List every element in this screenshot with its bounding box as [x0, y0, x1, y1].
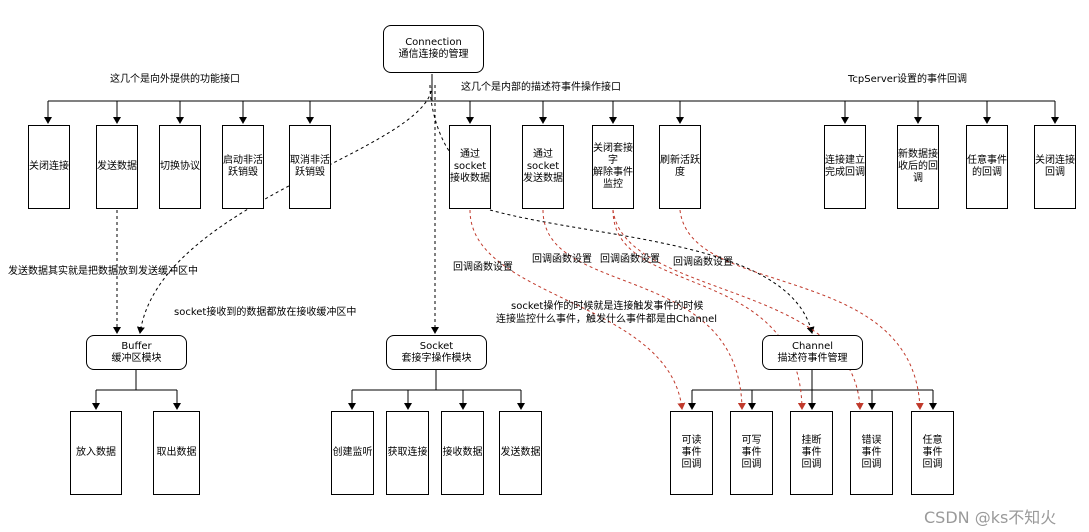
socket-item: 接收数据: [441, 411, 484, 495]
callback-item: 任意事件 的回调: [966, 125, 1008, 209]
internal-item: 通过 socket 接收数据: [449, 125, 491, 209]
tcpserver-label: TcpServer设置的事件回调: [848, 74, 968, 85]
callback-item: 关闭连接 回调: [1034, 125, 1076, 209]
connection-title: Connection: [405, 37, 462, 48]
buffer-title: Buffer: [121, 340, 152, 352]
callback-item: 连接建立 完成回调: [824, 125, 866, 209]
external-item: 关闭连接: [28, 125, 70, 209]
internal-interface-label: 这几个是内部的描述符事件操作接口: [461, 82, 621, 93]
channel-title: Channel: [791, 340, 834, 352]
channel-subtitle: 描述符事件管理: [777, 352, 848, 364]
channel-item: 可写 事件 回调: [730, 411, 773, 495]
recv-note: socket接收到的数据都放在接收缓冲区中: [174, 307, 357, 318]
channel-item: 任意 事件 回调: [911, 411, 954, 495]
external-item: 启动非活 跃销毁: [222, 125, 264, 209]
external-item: 发送数据: [96, 125, 138, 209]
watermark: CSDN @ks不知火: [924, 508, 1057, 527]
internal-item: 关闭套接 字 解除事件 监控: [592, 125, 634, 209]
buffer-item: 放入数据: [70, 411, 122, 495]
socket-item: 创建监听: [331, 411, 374, 495]
external-item: 取消非活 跃销毁: [289, 125, 331, 209]
socket-title: Socket: [419, 340, 454, 352]
channel-item: 挂断 事件 回调: [790, 411, 833, 495]
socket-item: 获取连接: [386, 411, 429, 495]
callback-set-label: 回调函数设置: [453, 262, 513, 273]
socket-item: 发送数据: [499, 411, 542, 495]
buffer-subtitle: 缓冲区模块: [111, 352, 162, 364]
channel-item: 可读 事件 回调: [670, 411, 713, 495]
buffer-item: 取出数据: [153, 411, 200, 495]
callback-set-label: 回调函数设置: [600, 254, 660, 265]
internal-item: 刷新活跃 度: [659, 125, 701, 209]
internal-item: 通过 socket 发送数据: [522, 125, 564, 209]
callback-set-label: 回调函数设置: [673, 257, 733, 268]
connection-subtitle: 通信连接的管理: [398, 49, 469, 60]
send-note: 发送数据其实就是把数据放到发送缓冲区中: [8, 266, 198, 277]
external-interface-label: 这几个是向外提供的功能接口: [110, 74, 240, 85]
callback-set-label: 回调函数设置: [532, 254, 592, 265]
callback-item: 新数据接 收后的回 调: [897, 125, 939, 209]
channel-note-1: socket操作的时候就是连接触发事件的时候: [511, 301, 704, 312]
channel-note-2: 连接监控什么事件，触发什么事件都是由Channel: [496, 314, 718, 325]
socket-subtitle: 套接字操作模块: [401, 352, 472, 364]
channel-item: 错误 事件 回调: [850, 411, 893, 495]
external-item: 切换协议: [159, 125, 201, 209]
